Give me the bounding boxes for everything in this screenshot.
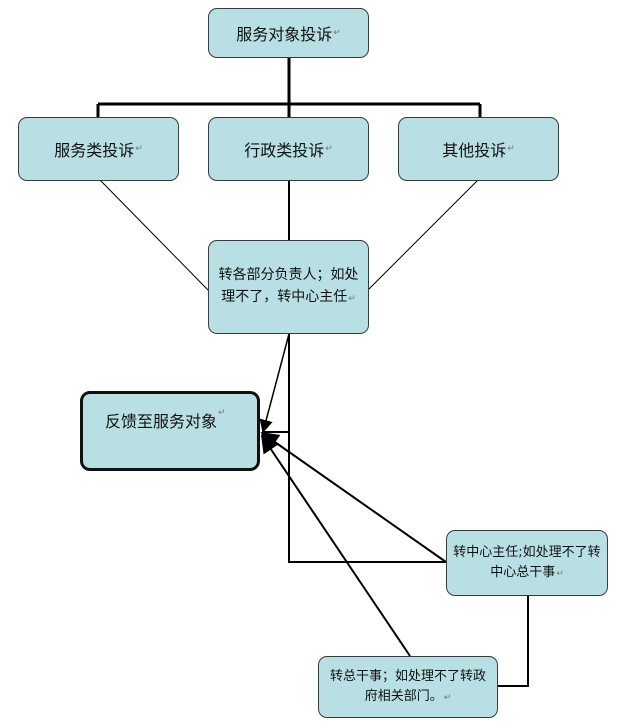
arrow-general-to-feedback [260, 434, 411, 657]
paragraph-mark-icon: ↵ [443, 692, 452, 703]
node-label: 转各部分负责人；如处理不了，转中心主任 [218, 267, 359, 305]
paragraph-mark-icon: ↵ [348, 294, 356, 304]
arrow-director-to-feedback [260, 431, 447, 563]
paragraph-mark-icon: ↵ [325, 144, 333, 154]
node-center-director: 转中心主任;如处理不了转中心总干事↵ [446, 530, 608, 596]
node-general-secretary: 转总干事；如处理不了转政府相关部门。↵ [318, 656, 498, 718]
node-label: 行政类投诉 [244, 141, 325, 160]
node-department-head: 转各部分负责人；如处理不了，转中心主任↵ [208, 240, 369, 334]
connector-director-to-general [498, 596, 529, 687]
connector-other-to-dept [367, 179, 479, 291]
paragraph-mark-icon: ↵ [218, 408, 226, 418]
node-admin-complaint: 行政类投诉↵ [208, 117, 369, 181]
paragraph-mark-icon: ↵ [333, 28, 341, 38]
paragraph-mark-icon: ↵ [507, 144, 515, 154]
node-label: 转总干事；如处理不了转政府相关部门。 [329, 668, 486, 704]
paragraph-mark-icon: ↵ [556, 568, 564, 579]
node-label: 反馈至服务对象 [105, 412, 218, 431]
node-label: 服务对象投诉 [236, 25, 333, 44]
node-label: 其他投诉 [442, 141, 507, 160]
node-service-complaint: 服务类投诉↵ [18, 117, 179, 181]
arrow-dept-to-feedback [259, 333, 290, 434]
node-label: 服务类投诉 [54, 141, 135, 160]
node-feedback-to-service-object: 反馈至服务对象↵ [80, 391, 260, 471]
node-label: 转中心主任;如处理不了转中心总干事 [453, 544, 601, 580]
connector-dept-to-director [288, 334, 446, 563]
connector-service-to-dept [99, 179, 209, 291]
node-other-complaint: 其他投诉↵ [398, 117, 559, 181]
node-service-object-complaint: 服务对象投诉↵ [208, 8, 369, 58]
paragraph-mark-icon: ↵ [135, 144, 143, 154]
